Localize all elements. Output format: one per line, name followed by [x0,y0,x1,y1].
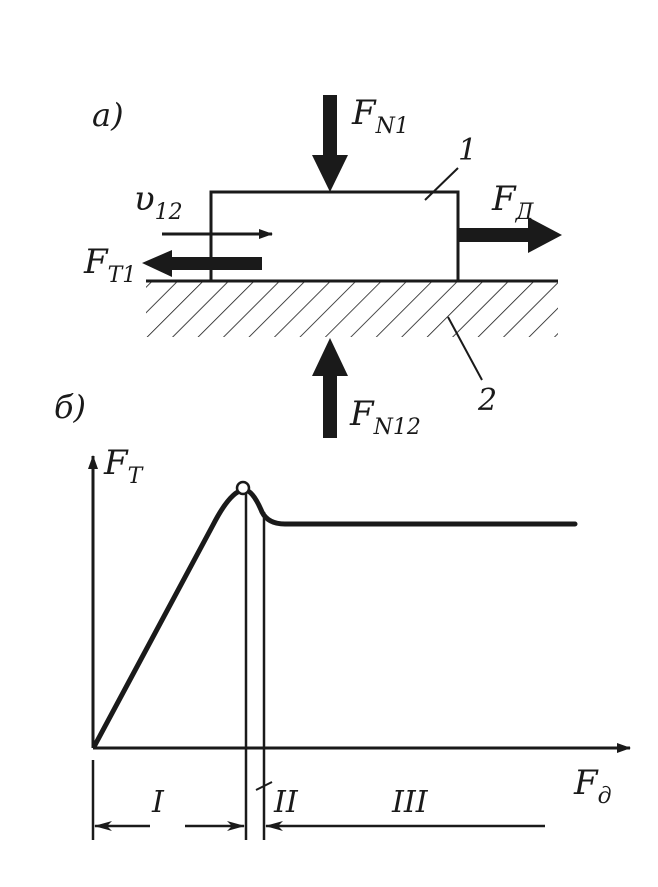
x-axis-label: Fд [573,763,612,809]
body-leader-line [424,167,459,201]
velocity-label: υ12 [134,179,183,225]
panel-label-b: б) [54,388,86,426]
region-3-label: III [391,785,429,820]
surface-hatching [146,282,558,337]
force-normal-bottom-label: FN12 [349,394,421,440]
friction-force-label: FT1 [83,242,136,288]
force-normal-top-label: FN1 [351,93,409,139]
surface-leader-line [447,316,483,381]
force-normal-top-arrow [312,95,348,192]
friction-curve [92,487,578,748]
region-1-label: I [151,785,165,820]
peak-point-marker [235,480,251,496]
body-number-label: 1 [458,133,477,168]
force-normal-bottom-arrow [312,338,348,438]
surface-number-label: 2 [477,383,497,418]
y-axis-label: FT [103,443,145,489]
driving-force-label: FД [491,179,535,225]
region-2-label: II [273,785,299,820]
driving-force-arrow [458,217,562,253]
friction-force-arrow [142,250,262,277]
region-2-leader [255,781,273,791]
panel-label-a: а) [92,96,124,134]
